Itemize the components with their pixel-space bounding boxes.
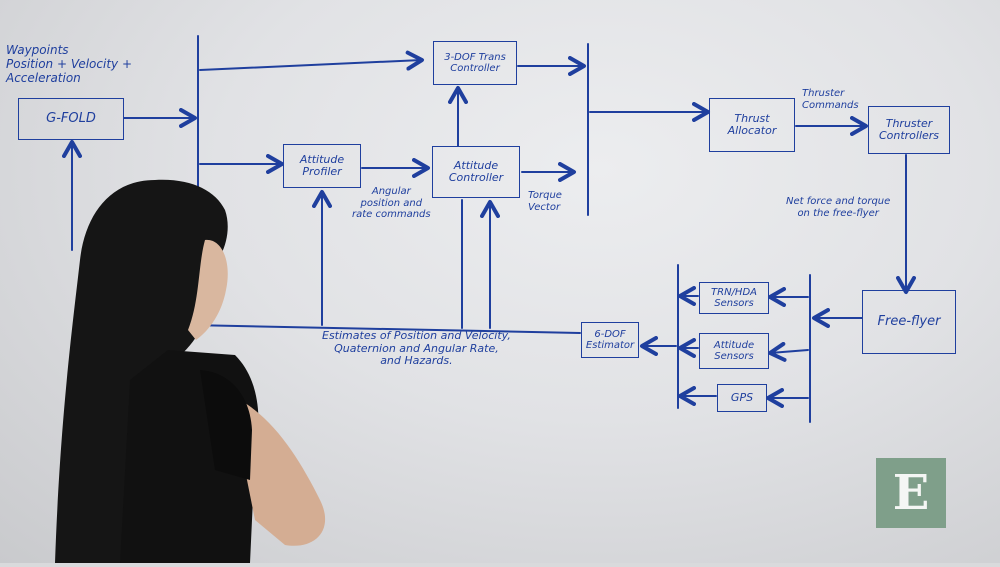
logo-letter: E — [892, 465, 930, 521]
trn-hda-sensors-block: TRN/HDA Sensors — [699, 282, 769, 314]
free-flyer-block: Free-flyer — [862, 290, 956, 354]
thruster-commands-label: Thruster Commands — [802, 88, 859, 111]
thrust-allocator-block: Thrust Allocator — [709, 98, 795, 152]
attitude-sensors-block: Attitude Sensors — [699, 333, 769, 369]
feedback-line — [189, 324, 581, 334]
attitude-sensors-label: Attitude Sensors — [713, 340, 755, 362]
free-flyer-label: Free-flyer — [877, 313, 941, 329]
estimator-block: 6-DOF Estimator — [581, 322, 639, 358]
gfold-label: G-FOLD — [46, 110, 96, 126]
logo-badge: E — [876, 458, 946, 528]
gfold-block: G-FOLD — [18, 98, 124, 140]
trans-controller-label: 3-DOF Trans Controller — [444, 52, 506, 74]
attitude-profiler-block: Attitude Profiler — [283, 144, 361, 188]
angular-commands-label: Angular position and rate commands — [352, 186, 431, 220]
thruster-controllers-block: Thruster Controllers — [868, 106, 950, 154]
net-force-label: Net force and torque on the free-flyer — [786, 196, 891, 219]
inputs-label: Waypoints Position + Velocity + Accelera… — [6, 43, 133, 85]
attitude-controller-label: Attitude Controller — [448, 158, 504, 184]
estimates-label: Estimates of Position and Velocity, Quat… — [322, 329, 511, 368]
trans-controller-block: 3-DOF Trans Controller — [433, 41, 517, 85]
gps-block: GPS — [717, 384, 767, 412]
thruster-controllers-label: Thruster Controllers — [878, 116, 940, 142]
arrow-to-trans — [199, 50, 424, 71]
arrow-to-attsensors — [768, 341, 809, 362]
attitude-controller-block: Attitude Controller — [432, 146, 520, 198]
torque-vector-label: Torque Vector — [528, 190, 562, 213]
thrust-allocator-label: Thrust Allocator — [727, 111, 777, 137]
estimator-label: 6-DOF Estimator — [585, 329, 635, 351]
trn-hda-sensors-label: TRN/HDA Sensors — [711, 287, 757, 309]
gps-label: GPS — [730, 390, 754, 404]
attitude-profiler-label: Attitude Profiler — [299, 152, 345, 178]
